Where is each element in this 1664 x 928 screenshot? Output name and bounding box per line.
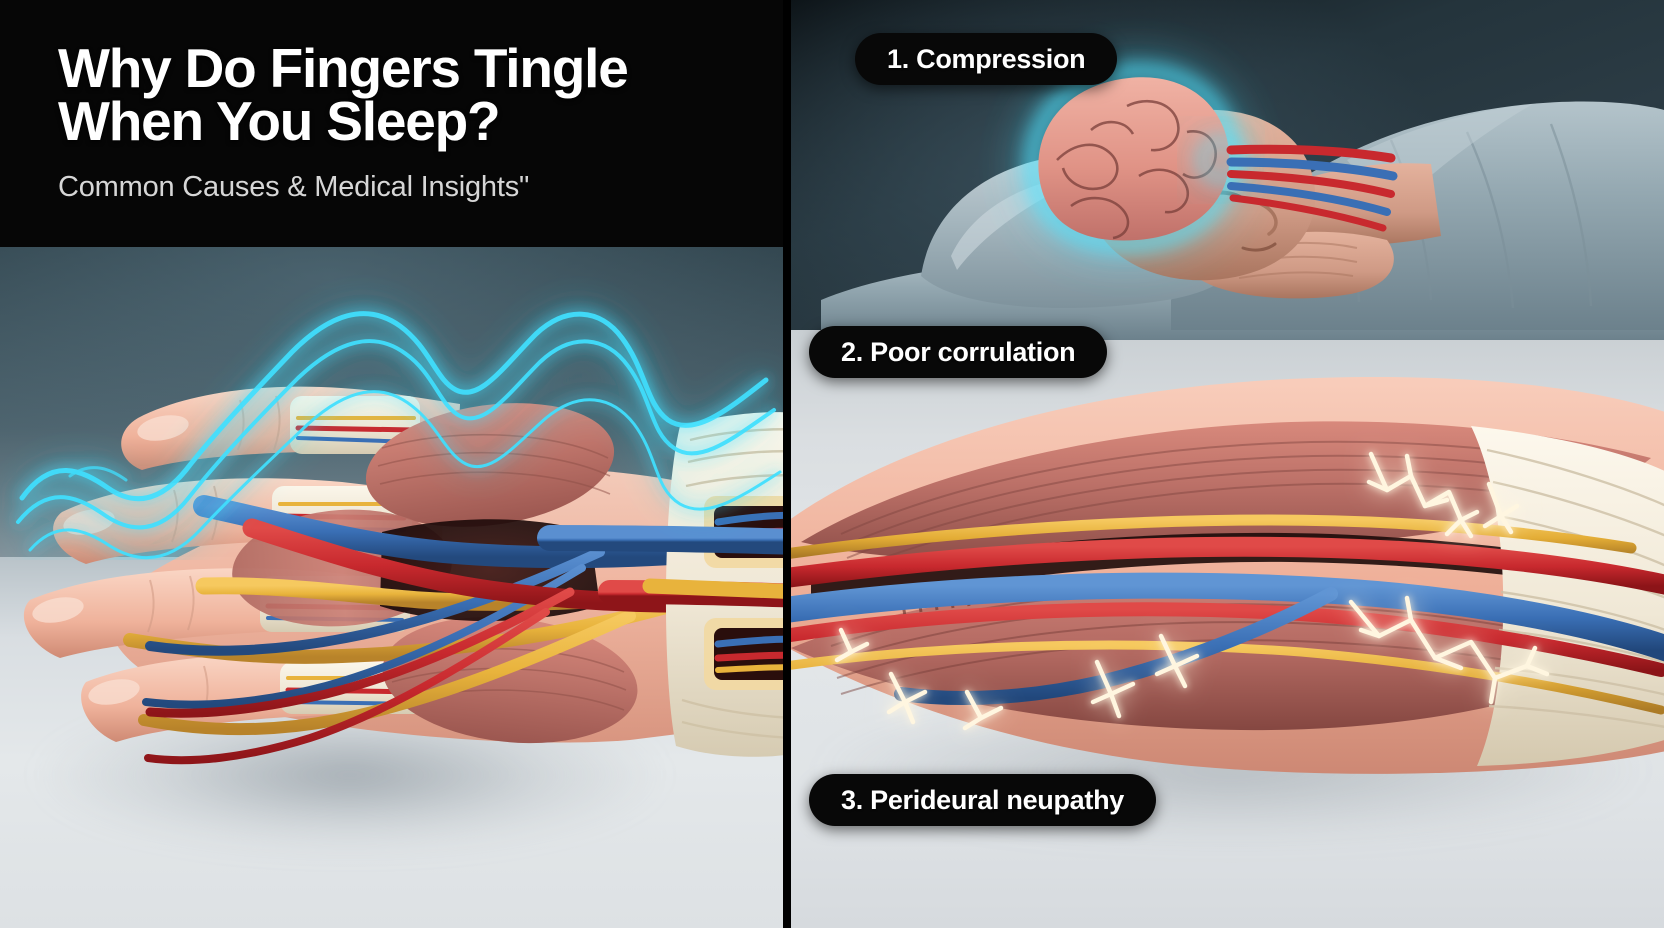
left-panel: Why Do Fingers Tingle When You Sleep? Co… <box>0 0 783 928</box>
page-title: Why Do Fingers Tingle When You Sleep? <box>58 41 758 153</box>
nerve-bundle <box>1226 144 1398 232</box>
cause-badge-label: 2. Poor corrulation <box>841 336 1076 367</box>
hand-anatomy-illustration <box>23 386 783 765</box>
brain-sulci <box>1056 99 1217 240</box>
right-panel: 1. Compression 2. Poor corrulation 3. Pe… <box>791 0 1664 928</box>
arm-vessels <box>791 514 1664 715</box>
cause-badge-compression[interactable]: 1. Compression <box>855 33 1118 85</box>
cause-badge-poor-circulation[interactable]: 2. Poor corrulation <box>809 326 1108 378</box>
cause-badge-peridural-neuropathy[interactable]: 3. Perideural neupathy <box>809 774 1156 826</box>
title-line-2: When You Sleep? <box>58 90 501 153</box>
nerve-spark-effects <box>834 451 1550 731</box>
page-subtitle: Common Causes & Medical Insights" <box>58 170 530 203</box>
sleeping-person-illustration <box>821 65 1664 340</box>
forearm-anatomy-illustration <box>791 377 1664 774</box>
cause-badge-label: 3. Perideural neupathy <box>841 784 1124 815</box>
title-block: Why Do Fingers Tingle When You Sleep? Co… <box>0 0 783 247</box>
cause-badge-label: 1. Compression <box>887 43 1086 74</box>
panel-divider <box>783 0 791 928</box>
title-line-1: Why Do Fingers Tingle <box>58 37 629 99</box>
